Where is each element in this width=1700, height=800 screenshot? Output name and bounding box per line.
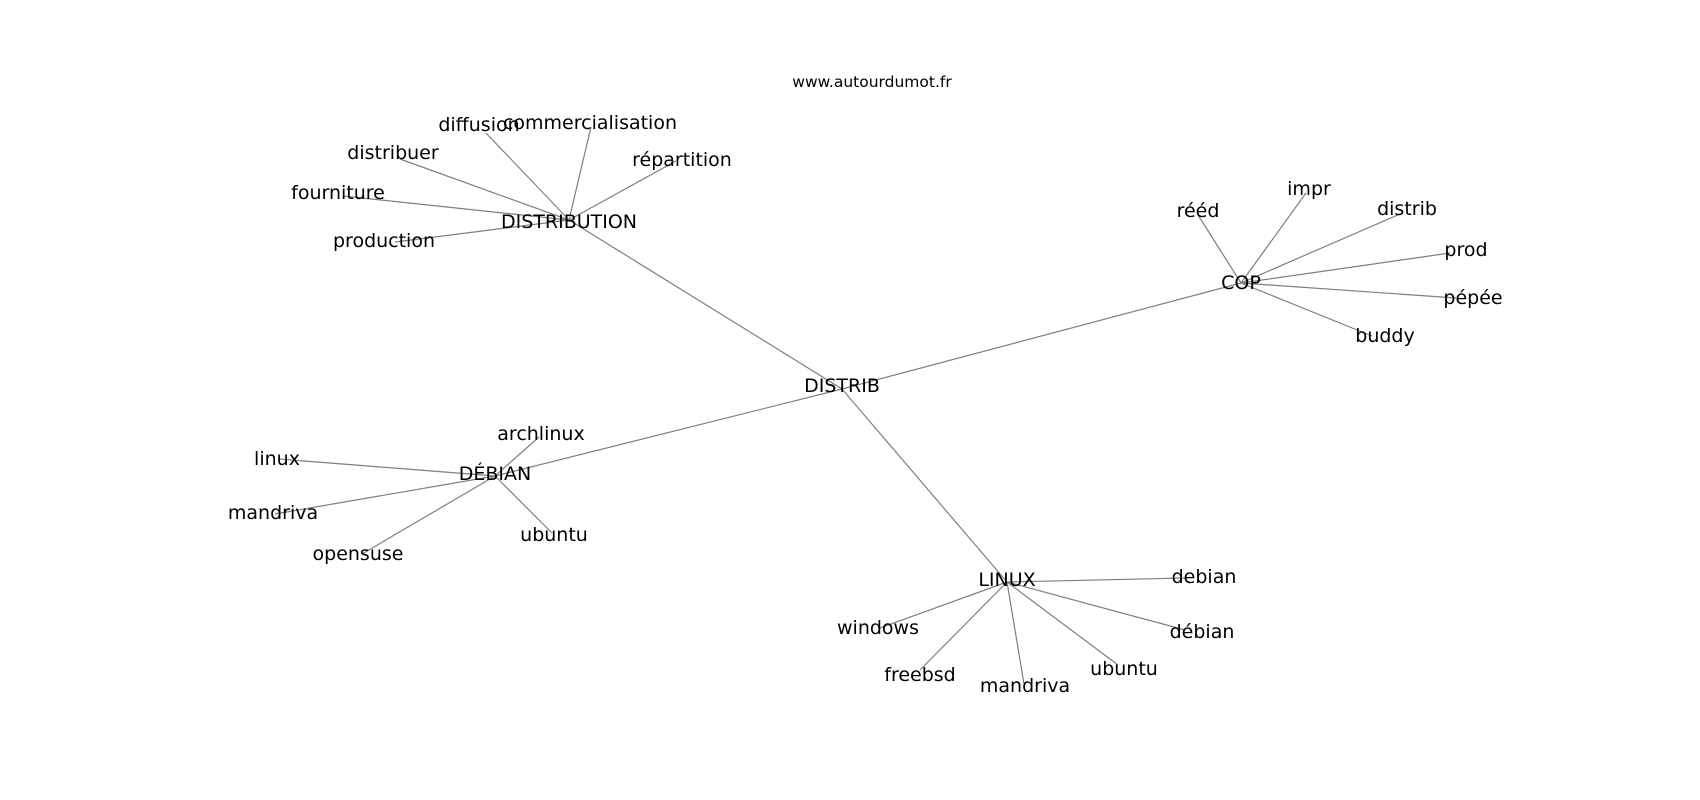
edge-cop-prod [1240, 252, 1451, 284]
edge-linux-mandriva [1006, 581, 1025, 685]
graph-labels: DISTRIB DISTRIBUTION diffusioncommercialis… [228, 112, 1503, 697]
edge-linux-debian [1006, 581, 1186, 631]
edge-cop-impr [1240, 192, 1307, 284]
leaf-node-linux-debian: débian [1170, 621, 1235, 643]
leaf-node-debian-archlinux: archlinux [497, 423, 584, 445]
hub-node-linux: LINUX [978, 569, 1035, 591]
edge-distribution-commercialisation [568, 126, 592, 221]
edge-center-linux [841, 388, 1008, 583]
leaf-node-distribution-repartition: répartition [632, 149, 732, 171]
leaf-node-linux-mandriva: mandriva [980, 675, 1070, 697]
graph-edges [274, 126, 1457, 685]
leaf-node-linux-windows: windows [837, 617, 919, 639]
edge-linux-freebsd [919, 581, 1008, 671]
leaf-node-cop-distrib: distrib [1377, 198, 1437, 220]
leaf-node-debian-opensuse: opensuse [313, 543, 404, 565]
edge-distribution-distribuer [399, 158, 570, 221]
edge-distribution-fourniture [342, 195, 570, 221]
edge-debian-opensuse [361, 475, 496, 555]
edge-cop-buddy [1240, 282, 1373, 337]
edge-debian-mandriva [274, 475, 496, 515]
leaf-node-debian-mandriva: mandriva [228, 502, 318, 524]
edge-debian-ubuntu [494, 475, 553, 534]
leaf-node-linux-debian: debian [1172, 566, 1237, 588]
leaf-node-debian-linux: linux [254, 448, 300, 470]
hub-node-debian: DÉBIAN [459, 462, 531, 485]
leaf-node-cop-buddy: buddy [1355, 325, 1414, 347]
edge-cop-pepee [1240, 282, 1457, 299]
leaf-node-distribution-diffusion: diffusion [438, 114, 519, 136]
hub-node-cop: COP [1221, 272, 1261, 294]
leaf-node-cop-prod: prod [1444, 239, 1487, 261]
leaf-node-distribution-distribuer: distribuer [347, 142, 439, 164]
edge-center-distribution [568, 219, 843, 390]
edge-distribution-production [394, 219, 570, 243]
leaf-node-cop-pepee: pépée [1443, 287, 1502, 309]
edge-linux-debian [1006, 577, 1186, 583]
edge-linux-windows [879, 581, 1008, 629]
edge-debian-linux [278, 458, 496, 477]
leaf-node-distribution-production: production [333, 230, 435, 252]
edge-distribution-diffusion [485, 132, 570, 221]
leaf-node-linux-freebsd: freebsd [884, 664, 955, 686]
edge-cop-distrib [1240, 213, 1401, 284]
leaf-node-debian-ubuntu: ubuntu [520, 524, 588, 546]
edge-center-cop [841, 282, 1242, 390]
edge-center-debian [494, 388, 843, 477]
leaf-node-distribution-fourniture: fourniture [291, 182, 385, 204]
edge-distribution-repartition [568, 160, 677, 221]
edge-cop-reed [1197, 214, 1242, 284]
leaf-node-cop-impr: impr [1287, 178, 1331, 200]
edge-linux-ubuntu [1006, 581, 1119, 666]
hub-node-distribution: DISTRIBUTION [501, 211, 637, 233]
site-url-label: www.autourdumot.fr [792, 73, 952, 91]
leaf-node-cop-reed: rééd [1177, 200, 1220, 222]
leaf-node-linux-ubuntu: ubuntu [1090, 658, 1158, 680]
center-node-label: DISTRIB [804, 375, 880, 397]
leaf-node-distribution-commercialisation: commercialisation [503, 112, 677, 134]
edge-debian-archlinux [494, 436, 540, 477]
